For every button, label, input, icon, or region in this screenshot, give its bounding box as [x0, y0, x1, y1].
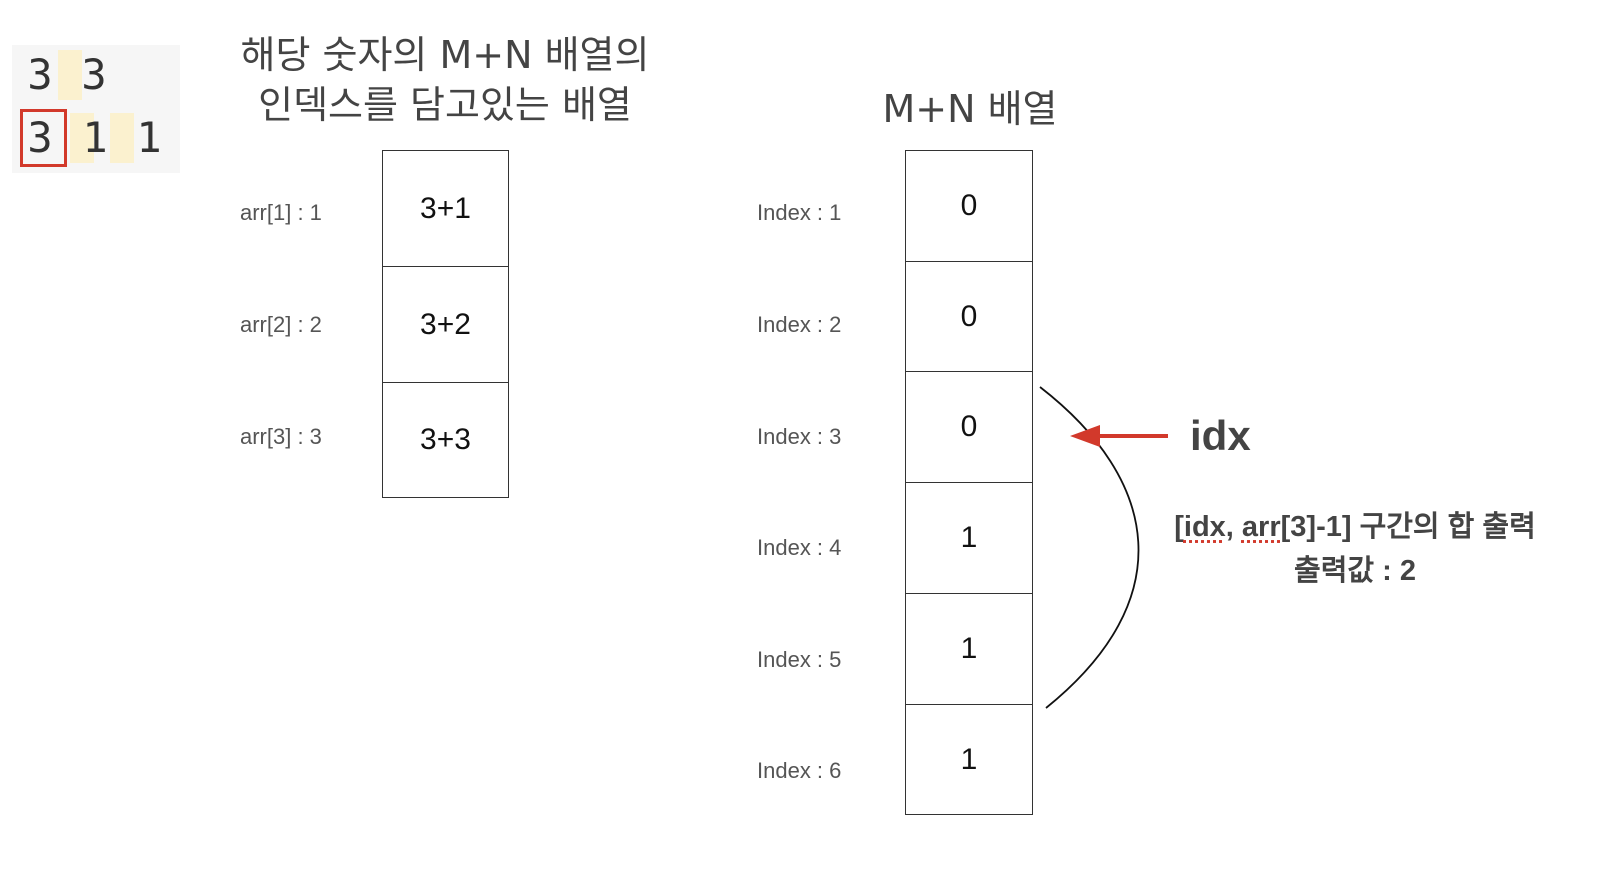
mn-cell: 0: [905, 150, 1033, 262]
index-label: Index : 1: [757, 200, 842, 225]
left-heading: 해당 숫자의 M+N 배열의 인덱스를 담고있는 배열: [215, 30, 675, 130]
mn-cell: 0: [905, 261, 1033, 372]
index-label: Index : 3: [757, 424, 842, 449]
left-heading-line1: 해당 숫자의 M+N 배열의: [240, 33, 650, 77]
right-heading: M+N 배열: [882, 87, 1058, 131]
input-token: 3: [81, 50, 107, 99]
range-note-line2: 출력값 : 2: [1294, 555, 1416, 587]
input-token: 1: [136, 113, 162, 162]
arr-label: arr[3] : 3: [240, 424, 322, 449]
range-note: [idx, arr[3]-1] 구간의 합 출력 출력값 : 2: [1140, 505, 1570, 593]
mn-cell: 1: [905, 593, 1033, 705]
token-highlight: [110, 113, 134, 163]
input-token: 3: [27, 50, 53, 99]
mn-cell-value: 0: [960, 189, 978, 222]
mn-cell-value: 0: [960, 410, 978, 443]
note-idx: idx: [1183, 511, 1226, 543]
token-highlight: [70, 113, 94, 163]
arr-cell: 3+2: [382, 266, 509, 383]
arr-cell: 3+1: [382, 150, 509, 267]
range-note-line1: [idx, arr[3]-1] 구간의 합 출력: [1140, 505, 1570, 549]
mn-cell: 1: [905, 704, 1033, 815]
arr-cell-value: 3+2: [420, 307, 471, 341]
mn-cell-value: 1: [960, 632, 978, 665]
index-label: Index : 6: [757, 758, 842, 783]
left-heading-line2: 인덱스를 담고있는 배열: [258, 83, 632, 127]
mn-cell: 0: [905, 371, 1033, 483]
input-snippet: 3 3 3 1 1: [12, 45, 180, 173]
selected-token-box: [20, 109, 67, 167]
arr-cell: 3+3: [382, 382, 509, 498]
arr-cell-value: 3+1: [420, 191, 471, 225]
index-label: Index : 5: [757, 647, 842, 672]
range-bracket-curve: [1039, 386, 1140, 709]
note-arr: arr: [1241, 511, 1281, 543]
arr-label: arr[1] : 1: [240, 200, 322, 225]
mn-cell-value: 1: [960, 743, 978, 776]
arr-label: arr[2] : 2: [240, 312, 322, 337]
arr-cell-value: 3+3: [420, 423, 471, 456]
note-rest: [3]-1] 구간의 합 출력: [1280, 511, 1536, 543]
index-label: Index : 2: [757, 312, 842, 337]
note-separator: ,: [1225, 511, 1242, 543]
mn-cell-value: 1: [960, 521, 978, 554]
pointer-arrow-head: [1070, 425, 1100, 447]
input-token: 1: [82, 113, 108, 162]
input-token: 3: [27, 113, 53, 162]
mn-cell: 1: [905, 482, 1033, 594]
pointer-label: idx: [1190, 412, 1251, 459]
index-label: Index : 4: [757, 535, 842, 560]
note-bracket: [: [1174, 511, 1184, 543]
token-highlight: [58, 50, 82, 100]
mn-cell-value: 0: [960, 300, 978, 333]
